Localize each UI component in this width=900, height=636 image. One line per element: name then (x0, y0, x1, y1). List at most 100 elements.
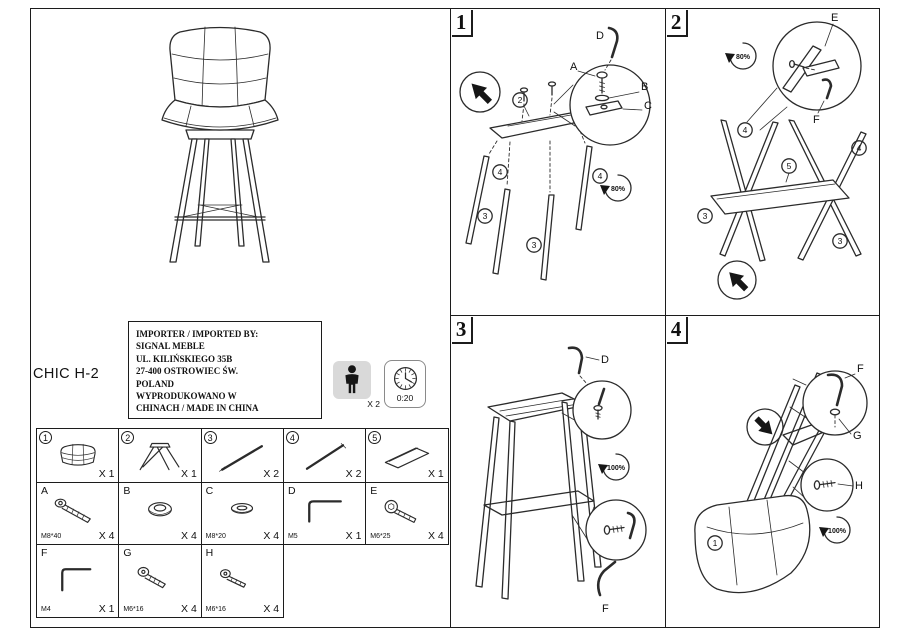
outer-border (30, 8, 880, 628)
hardware-size: M8*40 (41, 532, 62, 540)
product-illustration (161, 26, 279, 263)
hardware-cell-g: G M6*16 X 4 (118, 543, 202, 618)
hardware-cell-a: A M8*40 X 4 (36, 481, 120, 545)
press-arrow-icon (459, 71, 501, 113)
torque-100-icon: 100% (598, 453, 630, 481)
label-f: F (857, 363, 864, 375)
part-qty: X 4 (263, 529, 280, 542)
part-ref-3-badge: 3 (526, 237, 542, 253)
hardware-size: M6*16 (123, 605, 144, 613)
svg-text:3: 3 (532, 240, 537, 250)
part-qty: X 4 (98, 529, 115, 542)
part-qty: X 2 (345, 468, 362, 480)
product-name: CHIC H-2 (33, 366, 100, 382)
hardware-size: M5 (287, 532, 298, 540)
part-number-badge: 3 (203, 431, 217, 444)
hardware-cell-d: D M5 X 1 (282, 481, 367, 545)
part-cell-leg-rod-a: 3 X 2 (200, 428, 285, 483)
hardware-size: M6*25 (370, 532, 391, 540)
hardware-magnifier (553, 64, 651, 146)
allen-key-d-drawing (604, 26, 619, 71)
parts-row-hardware-2: F M4 X 1 G M6*16 X 4 H (36, 543, 449, 618)
part-cell-footrest-frame: 5 X 1 (365, 428, 449, 483)
part-ref-3-badge: 3 (697, 208, 713, 224)
hardware-letter: F (41, 546, 48, 559)
bolt-h-magnifier (788, 458, 854, 512)
torque-80-icon: 80% (600, 174, 632, 202)
bolt-g-magnifier (789, 370, 868, 436)
importer-line: SIGNAL MEBLE (136, 341, 205, 352)
part-ref-4-badge: 4 (592, 168, 608, 184)
part-qty: X 1 (98, 602, 115, 615)
part-ref-4-badge: 4 (737, 122, 753, 138)
torque-100-icon: 100% (819, 516, 851, 544)
divider-vertical-1 (450, 8, 451, 628)
importer-line: IMPORTER / IMPORTED BY: (136, 329, 259, 339)
label-d: D (596, 30, 604, 42)
seat-bolt-magnifier (561, 380, 632, 440)
part-qty: X 4 (427, 529, 444, 542)
importer-line: POLAND (136, 378, 174, 389)
svg-text:3: 3 (703, 211, 708, 221)
leg-rod-part-icon (305, 442, 346, 470)
part-qty: X 1 (98, 468, 115, 480)
part-qty: X 4 (181, 529, 197, 542)
hardware-letter: G (123, 546, 132, 559)
svg-text:1: 1 (713, 538, 718, 548)
washer-icon (231, 502, 254, 514)
part-number-badge: 1 (39, 431, 52, 444)
svg-text:80%: 80% (611, 186, 626, 193)
hardware-letter: D (287, 484, 296, 497)
person-icon (345, 365, 359, 394)
hardware-cell-h: H M6*16 X 4 (200, 543, 285, 618)
step-1-diagram: 2 4 3 3 4 (459, 26, 652, 281)
assembly-time: 0:20 (396, 393, 414, 403)
svg-text:3: 3 (483, 211, 488, 221)
parts-table: 1 X 1 2 X 1 3 X 2 (36, 428, 449, 618)
svg-text:2: 2 (518, 95, 523, 105)
hardware-cell-f: F M4 X 1 (36, 543, 120, 618)
label-f: F (813, 114, 820, 126)
cross-frame-part-icon (139, 442, 180, 470)
footrest-bolt-magnifier (571, 499, 647, 561)
step-3-badge: 3 (451, 316, 473, 344)
part-number-badge: 5 (368, 431, 382, 444)
allen-key-f-drawing (596, 560, 617, 597)
person-icon-background (333, 361, 371, 399)
part-ref-4-badge: 4 (492, 164, 508, 180)
hardware-size: M4 (41, 605, 51, 613)
hardware-letter: E (370, 484, 378, 497)
hardware-size: M8*20 (205, 532, 226, 540)
part-qty: X 2 (263, 468, 280, 480)
importer-line: CHINACH / MADE IN CHINA (136, 403, 259, 414)
persons-count: X 2 (367, 399, 380, 409)
hardware-cell-b: B X 4 (118, 481, 202, 545)
footrest-frame-part-icon (384, 446, 430, 468)
svg-text:3: 3 (838, 236, 843, 246)
part-ref-4-badge: 4 (851, 140, 867, 156)
allen-key-icon (307, 500, 342, 523)
part-qty: X 4 (181, 602, 197, 615)
hardware-letter: B (123, 484, 131, 497)
part-ref-1-badge: 1 (707, 535, 723, 551)
label-h: H (855, 480, 863, 492)
step-3-diagram: D 100% F (475, 346, 647, 615)
frame-assembly-drawing (710, 119, 867, 262)
svg-text:5: 5 (787, 161, 792, 171)
part-ref-3-badge: 3 (832, 233, 848, 249)
svg-text:80%: 80% (736, 54, 751, 61)
label-d: D (601, 354, 609, 366)
svg-text:4: 4 (857, 143, 862, 153)
clock-icon (393, 366, 417, 391)
part-number-badge: 4 (285, 431, 299, 444)
part-cell-cross-frame: 2 X 1 (118, 428, 202, 483)
label-e: E (831, 12, 838, 24)
part-ref-2-badge: 2 (512, 92, 530, 117)
importer-line: 27-400 OSTROWIEC ŚW. (136, 366, 238, 377)
label-g: G (853, 430, 862, 442)
hardware-size: M6*16 (205, 605, 226, 613)
svg-text:100%: 100% (607, 465, 626, 472)
svg-text:4: 4 (598, 171, 603, 181)
label-a: A (570, 61, 578, 73)
